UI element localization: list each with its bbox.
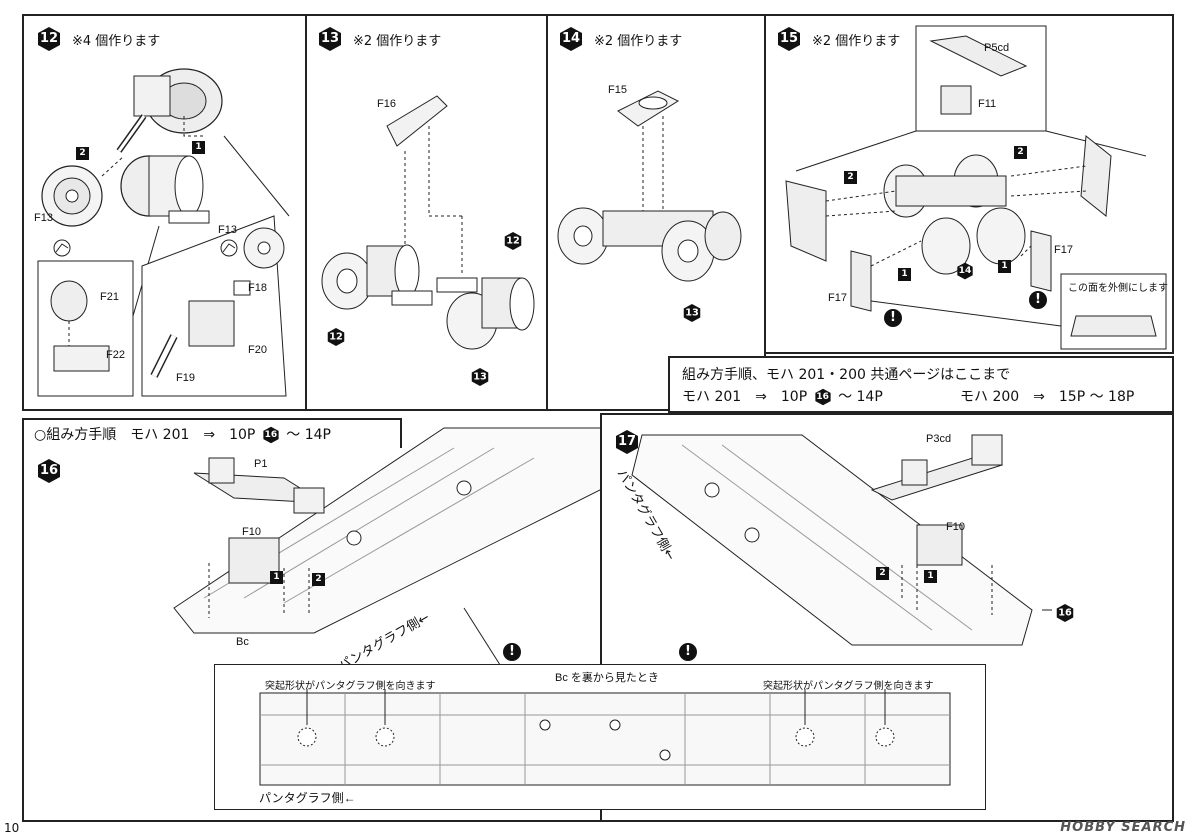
bc-underside-drawing	[259, 689, 951, 786]
step-14-note: ※2 個作ります	[594, 34, 683, 49]
ref-hex-14: 14	[956, 262, 974, 280]
step-12-hex-icon: 12	[36, 26, 62, 52]
step-17-hex-icon: 17	[614, 429, 640, 455]
info-moha201: モハ 201 ⇒ 10P	[682, 389, 808, 405]
part-label-f15: F15	[608, 84, 627, 96]
ref-hex-16: 16	[1055, 603, 1075, 623]
step-13-note: ※2 個作ります	[353, 34, 442, 49]
sub-step-2-badge-right: 2	[1014, 146, 1027, 159]
sub-step-1-badge-right: 1	[998, 260, 1011, 273]
sub-step-2-badge: 2	[876, 567, 889, 580]
sub-step-1-badge: 1	[924, 570, 937, 583]
part-label-f21: F21	[100, 291, 119, 303]
part-label-f17-b: F17	[828, 292, 847, 304]
step-14-drawing	[557, 90, 742, 282]
step-13-panel: 13 ※2 個作ります F16 12 12 13	[305, 14, 548, 411]
step-12-panel: 12 ※4 個作ります	[22, 14, 307, 411]
step-14-hex-icon: 14	[558, 26, 584, 52]
part-label-f19: F19	[176, 372, 195, 384]
sub-step-1-badge: 1	[192, 141, 205, 154]
bc-underside-detail: Bc を裏から見たとき 突起形状がパンタグラフ側を向きます 突起形状がパンタグラ…	[214, 664, 986, 810]
step-15-drawing	[785, 25, 1167, 350]
warning-icon: !	[884, 309, 902, 327]
bottom-pantograph-side-label: パンタグラフ側←	[259, 791, 356, 805]
part-label-p3cd: P3cd	[926, 433, 952, 445]
warning-icon: !	[679, 643, 697, 661]
common-pages-info-box: 組み方手順、モハ 201・200 共通ページはここまで モハ 201 ⇒ 10P…	[668, 356, 1174, 413]
info-line-2: モハ 201 ⇒ 10P 16 ～ 14P モハ 200 ⇒ 15P ～ 18P	[682, 386, 1160, 408]
seq-suffix: ～ 14P	[286, 427, 331, 443]
part-label-f10: F10	[946, 521, 965, 533]
part-label-p1: P1	[254, 458, 268, 470]
watermark: HOBBY SEARCH	[1060, 820, 1186, 835]
part-label-f11: F11	[978, 98, 997, 110]
warning-icon: !	[503, 643, 521, 661]
sub-step-1-badge: 1	[270, 571, 283, 584]
part-label-f10: F10	[242, 526, 261, 538]
ref-hex-13: 13	[470, 367, 490, 387]
ref-hex-12-a: 12	[503, 231, 523, 251]
ref-hex-12-b: 12	[326, 327, 346, 347]
info-line-1: 組み方手順、モハ 201・200 共通ページはここまで	[682, 367, 1011, 383]
part-label-f13: F13	[34, 212, 53, 224]
step-13-drawing	[321, 95, 535, 350]
part-label-f22: F22	[106, 349, 125, 361]
bc-underside-caption: Bc を裏から見たとき	[555, 672, 659, 684]
step-15-hex-icon: 15	[776, 26, 802, 52]
sub-step-2-badge-left: 2	[844, 171, 857, 184]
part-label-f13-b: F13	[218, 224, 237, 236]
part-label-f17-a: F17	[1054, 244, 1073, 256]
inset-note-outer-face: この面を外側にします	[1068, 283, 1168, 294]
part-label-bc: Bc	[236, 636, 249, 648]
info-hex-16-icon: 16	[814, 388, 832, 406]
step-13-hex-icon: 13	[317, 26, 343, 52]
ref-hex-13-b: 13	[682, 303, 702, 323]
step-14-panel: 14 ※2 個作ります F15 13	[546, 14, 766, 411]
step-15-note: ※2 個作ります	[812, 34, 901, 49]
info-moha200: モハ 200 ⇒ 15P ～ 18P	[960, 389, 1135, 405]
part-label-f16: F16	[377, 98, 396, 110]
info-moha201-end: ～ 14P	[838, 389, 883, 405]
part-label-f20: F20	[248, 344, 267, 356]
left-orientation-note: 突起形状がパンタグラフ側を向きます	[265, 681, 436, 692]
warning-icon: !	[1029, 291, 1047, 309]
sub-step-1-badge-left: 1	[898, 268, 911, 281]
step-12-note: ※4 個作ります	[72, 34, 161, 49]
sub-step-2-badge: 2	[312, 573, 325, 586]
step-12-drawing	[37, 68, 290, 397]
part-label-f18: F18	[248, 282, 267, 294]
step-17-drawing	[631, 434, 1052, 716]
step-16-hex-icon: 16	[36, 458, 62, 484]
page-number: 10	[4, 821, 20, 835]
sub-step-2-badge: 2	[76, 147, 89, 160]
step-15-panel: 15 ※2 個作ります P5cd F11 F17 F17 2 2	[764, 14, 1174, 354]
seq-prefix: ○組み方手順 モハ 201 ⇒ 10P	[34, 427, 256, 443]
seq-hex-16-icon: 16	[262, 426, 280, 444]
right-orientation-note: 突起形状がパンタグラフ側を向きます	[763, 681, 934, 692]
assembly-sequence-box: ○組み方手順 モハ 201 ⇒ 10P 16 ～ 14P	[22, 418, 402, 450]
part-label-p5cd: P5cd	[984, 42, 1010, 54]
